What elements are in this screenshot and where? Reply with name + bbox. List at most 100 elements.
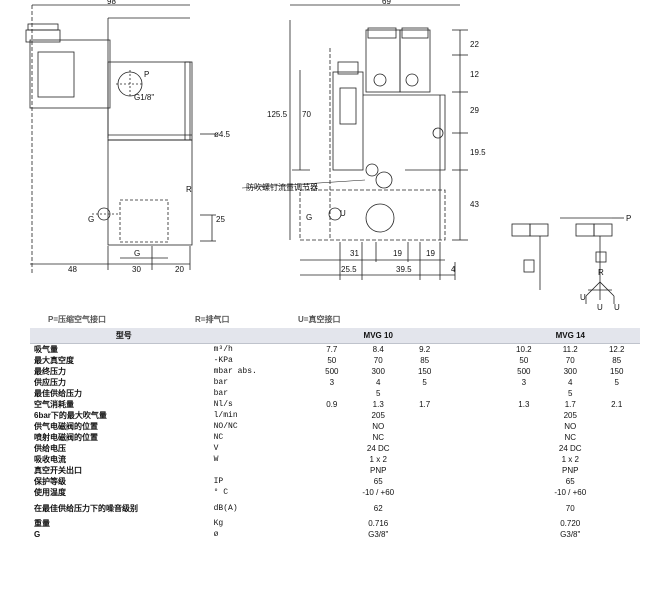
mvg10-value: 5 xyxy=(422,378,427,387)
mvg10-value xyxy=(401,443,447,454)
port-p-caption: P=压缩空气接口 xyxy=(48,315,107,324)
schem-u1: U xyxy=(580,293,586,302)
dim-30: 30 xyxy=(132,265,141,274)
mvg14-value: 70 xyxy=(565,356,575,365)
row-unit: dB(A) xyxy=(213,503,238,513)
row-label: 供应压力 xyxy=(34,378,66,387)
mvg10-value xyxy=(309,410,355,421)
mvg10-value: PNP xyxy=(370,466,387,475)
spacer xyxy=(448,366,501,377)
dim-12: 12 xyxy=(470,70,479,79)
col-mvg10: MVG 10 xyxy=(308,328,448,344)
mvg14-value: NO xyxy=(564,422,577,431)
mvg14-value xyxy=(593,443,640,454)
spacer xyxy=(448,410,501,421)
row-label: 最终压力 xyxy=(34,367,66,376)
label-p: P xyxy=(144,70,149,79)
mvg14-value xyxy=(593,465,640,476)
mvg10-value: 300 xyxy=(371,367,385,376)
mvg14-value xyxy=(593,529,640,540)
row-unit: mbar abs. xyxy=(213,367,257,376)
row-label: 空气消耗量 xyxy=(34,400,74,409)
mvg10-value: 8.4 xyxy=(372,345,384,354)
schem-u3: U xyxy=(614,303,620,312)
mvg10-value: 3 xyxy=(329,378,335,387)
spacer xyxy=(448,443,501,454)
mvg14-value xyxy=(593,410,640,421)
row-unit: IP xyxy=(213,477,224,486)
mvg14-value xyxy=(501,410,547,421)
schem-p: P xyxy=(626,214,631,223)
row-label: 重量 xyxy=(34,519,50,528)
row-unit xyxy=(214,465,309,476)
dim-39-5: 39.5 xyxy=(396,265,412,274)
dim-4: 4 xyxy=(451,265,456,274)
dim-48: 48 xyxy=(68,265,77,274)
mvg14-value: 1.7 xyxy=(564,400,576,409)
row-unit: ø xyxy=(213,530,219,539)
spacer xyxy=(448,465,501,476)
mvg14-value xyxy=(593,454,640,465)
mvg14-value: 0.720 xyxy=(560,519,581,528)
mvg10-value xyxy=(309,476,355,487)
technical-drawing: 98 P G1/8" ø4.5 R G G 25 48 30 20 69 22 … xyxy=(25,0,631,312)
mvg10-value: 70 xyxy=(373,356,383,365)
mvg14-value: 4 xyxy=(568,378,573,387)
label-g-bottom: G xyxy=(134,249,140,258)
mvg14-value xyxy=(501,487,547,498)
dim-19a: 19 xyxy=(393,249,402,258)
mvg10-value: 5 xyxy=(376,389,381,398)
spacer xyxy=(448,388,501,399)
dim-19b: 19 xyxy=(426,249,435,258)
row-label: 6bar下的最大吹气量 xyxy=(34,411,107,420)
model-header: 型号 xyxy=(30,328,214,344)
mvg14-value xyxy=(501,518,547,529)
mvg10-value: 205 xyxy=(371,411,385,420)
mvg10-value xyxy=(401,410,447,421)
row-unit: W xyxy=(213,455,219,464)
mvg10-value: 9.2 xyxy=(419,345,431,354)
mvg10-value xyxy=(401,529,447,540)
row-label: 在最佳供给压力下的噪音级别 xyxy=(34,503,138,513)
mvg14-value: 205 xyxy=(563,411,577,420)
mvg14-value xyxy=(593,518,640,529)
row-unit: Kg xyxy=(213,519,224,528)
dim-25-5: 25.5 xyxy=(341,265,357,274)
mvg10-value: 65 xyxy=(373,477,383,486)
mvg10-value xyxy=(401,487,447,498)
row-label: 最大真空度 xyxy=(34,356,74,365)
row-label: 使用温度 xyxy=(34,488,66,497)
mvg14-value: 500 xyxy=(517,367,531,376)
mvg10-value xyxy=(309,421,355,432)
mvg14-value xyxy=(593,388,640,399)
mvg10-value xyxy=(309,443,355,454)
spacer xyxy=(448,355,501,366)
port-u-caption: U=真空接口 xyxy=(298,315,341,324)
schem-u2: U xyxy=(597,303,603,312)
row-unit: bar xyxy=(213,378,229,387)
row-label: 喷射电磁阀的位置 xyxy=(34,433,98,442)
mvg10-value: 1 x 2 xyxy=(369,455,387,464)
col-mvg14: MVG 14 xyxy=(500,328,640,344)
mvg14-value: 5 xyxy=(568,389,573,398)
mvg10-value: 7.7 xyxy=(326,345,338,354)
mvg14-value xyxy=(501,498,547,518)
dim-4-5: ø4.5 xyxy=(214,130,231,139)
mvg10-value xyxy=(401,465,447,476)
mvg14-value: 10.2 xyxy=(516,345,532,354)
dim-25: 25 xyxy=(216,215,225,224)
row-unit: ° C xyxy=(213,488,229,497)
mvg14-value: 65 xyxy=(565,477,575,486)
spacer xyxy=(448,421,501,432)
spacer xyxy=(448,476,501,487)
mvg14-value xyxy=(501,443,547,454)
mvg10-value: 0.9 xyxy=(326,400,338,409)
mvg14-value xyxy=(501,476,547,487)
port-r-caption: R=排气口 xyxy=(195,315,230,324)
